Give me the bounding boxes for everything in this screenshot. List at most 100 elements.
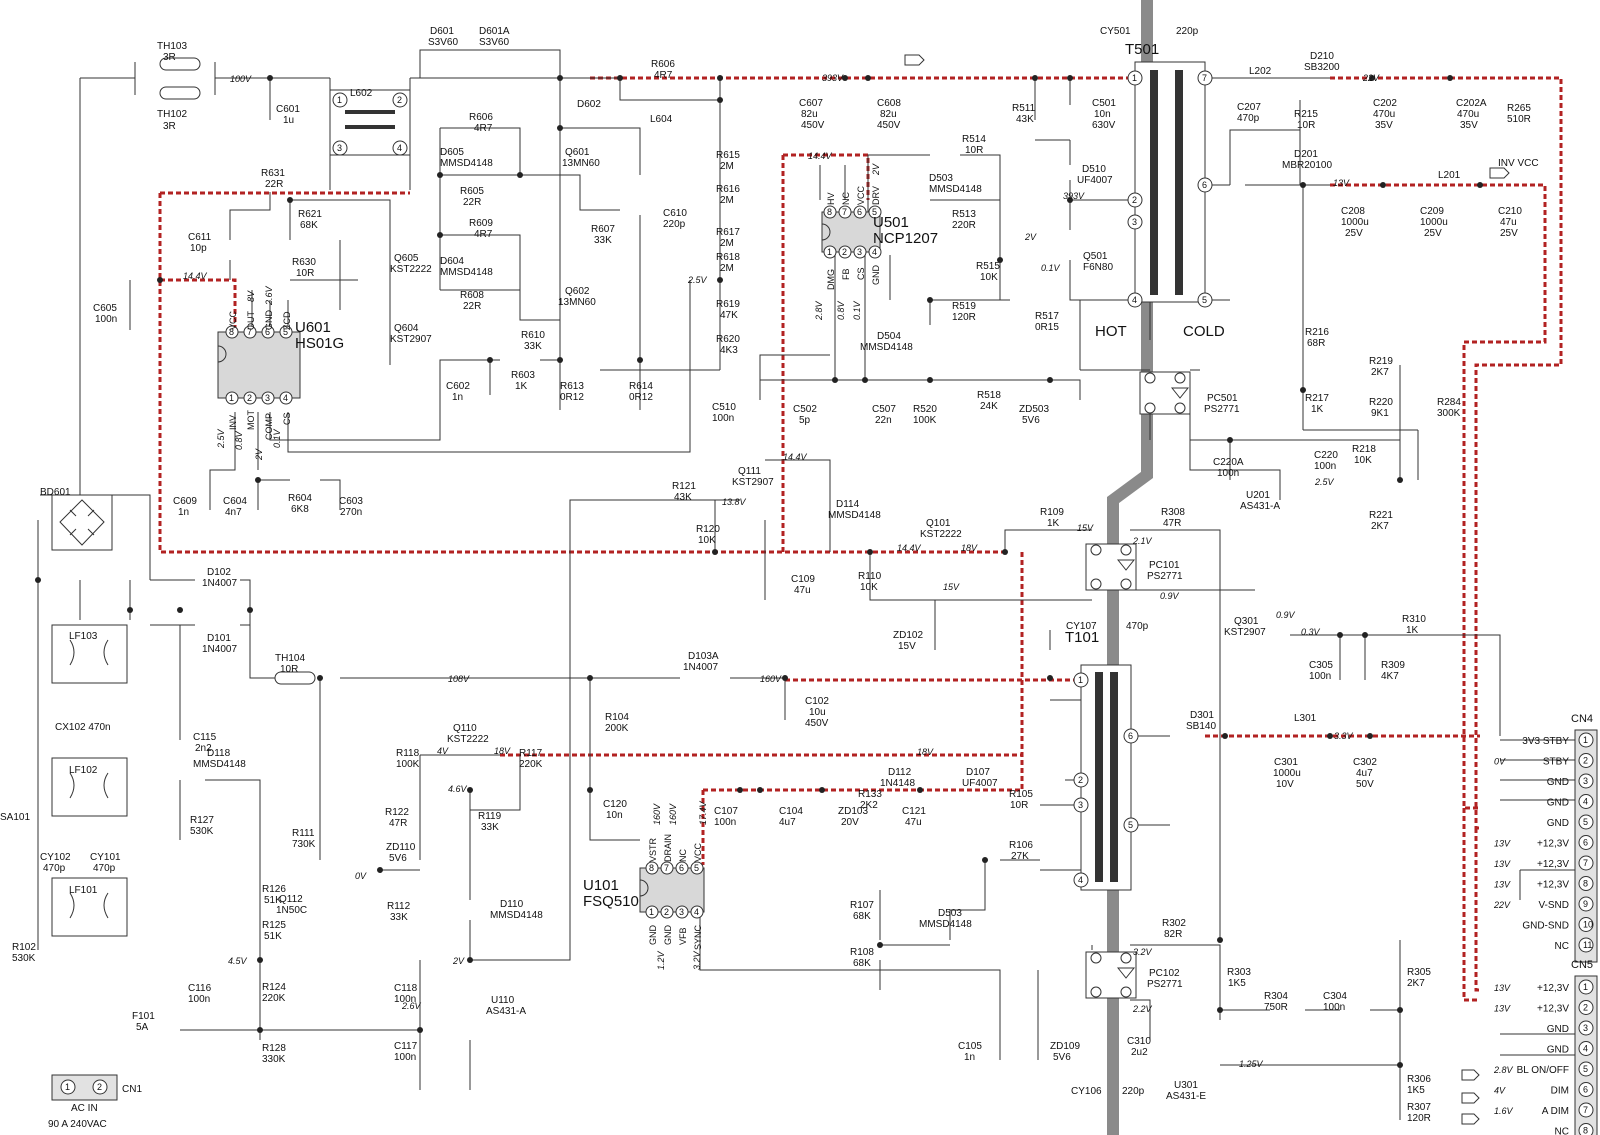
component-label: 9K1 <box>1371 408 1389 419</box>
svg-text:6: 6 <box>857 207 862 217</box>
component-label: C604 <box>223 496 247 507</box>
component-label: 100n <box>1309 671 1331 682</box>
u101-pin-names: VSTR DRAIN NC VCC GND GND VFB SYNC 160V … <box>648 800 708 970</box>
component-label: R630 <box>292 257 316 268</box>
component-label: D604 <box>440 256 464 267</box>
svg-text:VCC: VCC <box>693 842 703 862</box>
component-label: 450V <box>801 120 825 131</box>
component-label: R111 <box>292 828 315 839</box>
component-label: 1N4007 <box>202 644 237 655</box>
component-label: TH103 <box>157 41 187 52</box>
component-label: Q301 <box>1234 616 1259 627</box>
component-label: 470p <box>43 863 66 874</box>
component-label: 82u <box>801 109 818 120</box>
cn5-pin <box>1578 1082 1594 1097</box>
component-label: R108 <box>850 947 874 958</box>
cn4-pin-label: GND <box>1547 798 1569 809</box>
component-label: 10R <box>280 664 298 675</box>
component-label: Q101 <box>926 518 951 529</box>
component-label: C501 <box>1092 98 1116 109</box>
component-label: PS2771 <box>1204 404 1240 415</box>
svg-text:1: 1 <box>1132 73 1137 83</box>
cn5-pin-number: 6 <box>1583 1085 1588 1095</box>
component-label: R620 <box>716 334 740 345</box>
ic-part-u601: HS01G <box>295 335 344 352</box>
component-label: C609 <box>173 496 197 507</box>
component-label: D601A <box>479 26 510 37</box>
component-label: D103A <box>688 651 719 662</box>
svg-text:1: 1 <box>229 393 234 403</box>
cn5-pin-label: BL ON/OFF <box>1517 1065 1569 1076</box>
component-label: 120R <box>1407 1113 1431 1124</box>
svg-text:0.1V: 0.1V <box>272 428 282 448</box>
component-label: 82u <box>880 109 897 120</box>
component-label: 10R <box>1297 120 1315 131</box>
component-label: 47u <box>794 585 811 596</box>
component-label: 450V <box>877 120 901 131</box>
component-label: 1K <box>1406 625 1419 636</box>
component-label: AS431-A <box>486 1006 526 1017</box>
component-label: C507 <box>872 404 896 415</box>
svg-text:3: 3 <box>265 393 270 403</box>
component-label: R219 <box>1369 356 1393 367</box>
component-label: 1N4007 <box>683 662 718 673</box>
cn4-pin <box>1578 896 1594 912</box>
component-label: 100n <box>95 314 117 325</box>
svg-text:7: 7 <box>664 863 669 873</box>
component-label: R120 <box>696 524 720 535</box>
component-label: C601 <box>276 104 300 115</box>
junction-dots <box>35 75 1483 1068</box>
voltage-label: 14.4V <box>897 543 922 553</box>
cn5-pin-label: GND <box>1547 1045 1569 1056</box>
cn4-pin-label: STBY <box>1543 757 1569 768</box>
hot-rails <box>158 76 1563 1002</box>
component-label: D602 <box>577 99 601 110</box>
component-label: 68R <box>1307 338 1325 349</box>
voltage-label: 18V <box>917 747 934 757</box>
component-label: R606 <box>651 59 675 70</box>
component-label: MMSD4148 <box>440 158 493 169</box>
component-label: C109 <box>791 574 815 585</box>
cn1-pin-1: 1 <box>65 1082 70 1092</box>
component-label: TH102 <box>157 109 187 120</box>
voltage-label: 393V <box>822 73 844 83</box>
component-label: D503 <box>938 908 962 919</box>
component-label: R303 <box>1227 967 1251 978</box>
component-label: D112 <box>888 767 912 778</box>
voltage-label: 4.6V <box>448 784 468 794</box>
svg-text:2: 2 <box>842 247 847 257</box>
component-label: R104 <box>605 712 629 723</box>
svg-text:7: 7 <box>842 207 847 217</box>
component-label: 100K <box>913 415 937 426</box>
svg-text:2: 2 <box>247 393 252 403</box>
component-label: F101 <box>132 1011 155 1022</box>
component-label: 22R <box>463 301 481 312</box>
voltage-label: 0.9V <box>1276 610 1296 620</box>
svg-text:4: 4 <box>283 393 288 403</box>
component-label: 1N4007 <box>202 578 237 589</box>
component-label: 1000u <box>1273 768 1301 779</box>
component-label: MMSD4148 <box>860 342 913 353</box>
component-label: 47K <box>720 310 738 321</box>
cn4-pin <box>1578 753 1594 768</box>
component-label: R215 <box>1294 109 1318 120</box>
component-label: UF4007 <box>962 778 998 789</box>
cn4-pin-voltage: 13V <box>1494 839 1511 849</box>
component-label: 4K3 <box>720 345 738 356</box>
component-label: 2K7 <box>1371 367 1389 378</box>
component-label: PC101 <box>1149 560 1180 571</box>
component-label: 2K7 <box>1371 521 1389 532</box>
voltage-label: 2.5V <box>687 275 708 285</box>
component-label: C502 <box>793 404 817 415</box>
component-label: ZD110 <box>386 842 416 853</box>
component-label: F6N80 <box>1083 262 1113 273</box>
component-label: 1n <box>452 392 463 403</box>
component-label: SB3200 <box>1304 62 1340 73</box>
component-label: C610 <box>663 208 687 219</box>
component-label: 4R7 <box>474 123 493 134</box>
svg-text:VFB: VFB <box>678 927 688 945</box>
component-label: 82R <box>1164 929 1182 940</box>
component-label: C611 <box>188 232 212 243</box>
component-label: C120 <box>603 799 627 810</box>
